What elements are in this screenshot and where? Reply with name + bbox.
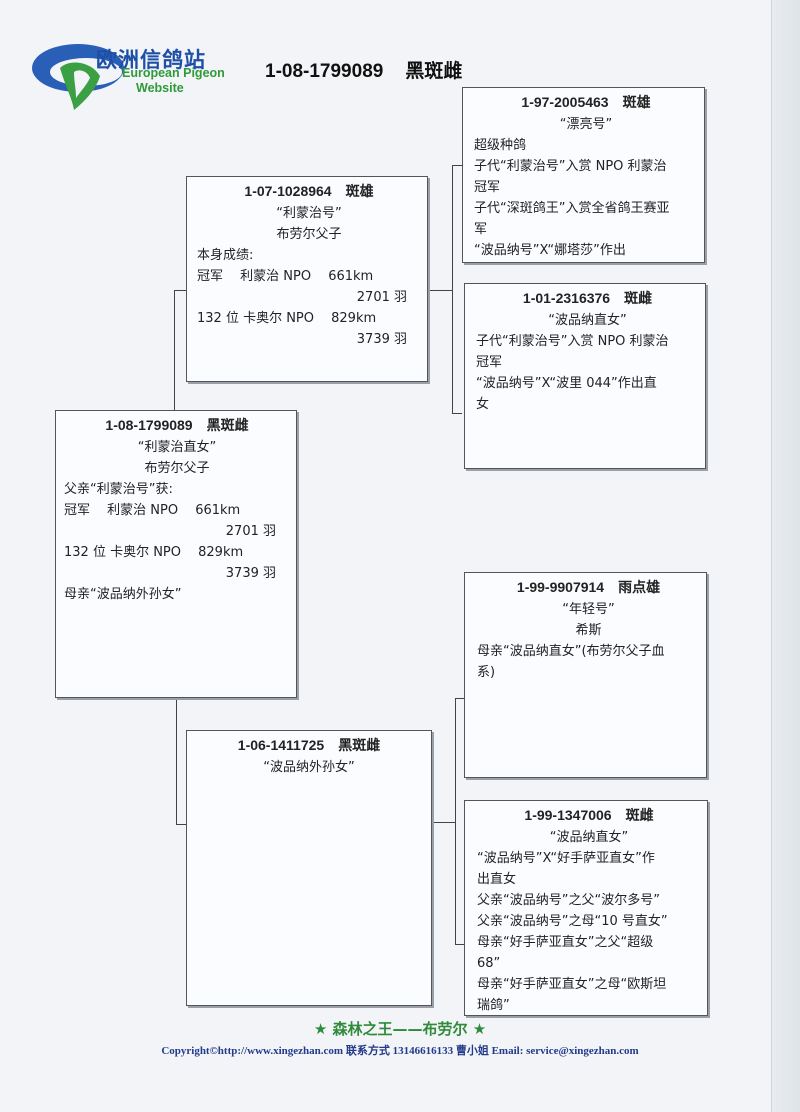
sire-sire-line: 军 xyxy=(474,222,488,237)
subject-line: 母亲“波品纳外孙女” xyxy=(64,587,182,602)
sire-sex: 斑雄 xyxy=(345,184,374,200)
site-name-en-line1: European Pigeon xyxy=(122,66,225,80)
dam-sire-ring: 1-99-9907914 xyxy=(516,579,605,595)
dam-ring: 1-06-1411725 xyxy=(237,737,325,753)
site-name-cn: 欧洲信鸽站 xyxy=(96,48,206,72)
connector xyxy=(176,700,177,824)
subject-ring: 1-08-1799089 xyxy=(105,417,193,433)
sire-sire-ring: 1-97-2005463 xyxy=(521,94,609,110)
sire-sire-line: 超级种鸽 xyxy=(474,138,527,153)
connector xyxy=(452,165,462,166)
page-edge xyxy=(771,0,800,1112)
connector xyxy=(452,413,462,414)
sire-dam-sex: 斑雌 xyxy=(624,291,653,307)
connector xyxy=(174,290,186,291)
subject-line: 父亲“利蒙治号”获: xyxy=(64,482,173,497)
sire-sire-sex: 斑雄 xyxy=(622,95,651,111)
connector xyxy=(455,944,464,945)
connector xyxy=(455,698,456,944)
dam-dam-header: 1-99-1347006 斑雌 xyxy=(477,805,701,827)
title-color-sex: 黑斑雌 xyxy=(405,60,463,82)
connector xyxy=(452,165,453,413)
page-title: 1-08-1799089 黑斑雌 xyxy=(265,56,462,83)
subject-header: 1-08-1799089 黑斑雌 xyxy=(64,415,290,437)
sire-line: 本身成绩: xyxy=(197,248,254,263)
subject-line: 冠军 利蒙治 NPO 661km xyxy=(64,503,241,518)
dam-name: “波品纳外孙女” xyxy=(263,760,355,775)
sire-line: 冠军 利蒙治 NPO 661km xyxy=(197,269,374,284)
sire-line: 2701 羽 xyxy=(356,290,407,305)
dam-dam-name: “波品纳直女” xyxy=(549,830,629,845)
site-name-en: European Pigeon Website xyxy=(122,66,225,96)
dam-sire-card: 1-99-9907914 雨点雄 “年轻号” 希斯 母亲“波品纳直女”(布劳尔父子… xyxy=(464,572,707,778)
sire-sire-header: 1-97-2005463 斑雄 xyxy=(474,92,698,114)
sire-dam-name: “波品纳直女” xyxy=(548,313,627,328)
dam-dam-line: 母亲“好手萨亚直女”之父“超级 xyxy=(477,935,654,950)
dam-card: 1-06-1411725 黑斑雌 “波品纳外孙女” xyxy=(186,730,432,1006)
sire-sire-line: “波品纳号”X“娜塔莎”作出 xyxy=(474,243,626,258)
dam-dam-line: 出直女 xyxy=(477,872,517,887)
sire-ring: 1-07-1028964 xyxy=(244,183,332,199)
dam-sire-owner: 希斯 xyxy=(575,623,602,638)
sire-name: “利蒙治号” xyxy=(276,206,342,221)
sire-header: 1-07-1028964 斑雄 xyxy=(197,181,421,203)
sire-dam-line: 子代“利蒙治号”入赏 NPO 利蒙治 xyxy=(476,334,669,349)
dam-sire-name: “年轻号” xyxy=(562,602,615,617)
sire-dam-card: 1-01-2316376 斑雌 “波品纳直女” 子代“利蒙治号”入赏 NPO 利蒙… xyxy=(464,283,706,469)
dam-sire-line: 母亲“波品纳直女”(布劳尔父子血 xyxy=(477,644,665,659)
sire-line: 132 位 卡奥尔 NPO 829km xyxy=(197,311,377,326)
dam-sire-line: 系) xyxy=(477,665,496,680)
title-ring: 1-08-1799089 xyxy=(265,61,384,82)
dam-dam-line: 瑞鸽” xyxy=(477,998,510,1013)
dam-dam-line: “波品纳号”X“好手萨亚直女”作 xyxy=(477,851,655,866)
subject-line: 2701 羽 xyxy=(225,524,276,539)
sire-card: 1-07-1028964 斑雄 “利蒙治号” 布劳尔父子 本身成绩: 冠军 利蒙治… xyxy=(186,176,428,382)
site-name-en-line2: Website xyxy=(136,81,184,95)
subject-line: 132 位 卡奥尔 NPO 829km xyxy=(64,545,244,560)
subject-sex: 黑斑雌 xyxy=(206,418,249,434)
dam-dam-line: 68” xyxy=(477,956,501,971)
dam-dam-sex: 斑雌 xyxy=(625,808,654,824)
connector xyxy=(174,290,175,410)
dam-header: 1-06-1411725 黑斑雌 xyxy=(193,735,425,757)
sire-sire-line: 冠军 xyxy=(474,180,501,195)
dam-dam-ring: 1-99-1347006 xyxy=(524,807,612,823)
dam-dam-line: 父亲“波品纳号”之父“波尔多号” xyxy=(477,893,660,908)
dam-dam-line: 父亲“波品纳号”之母“10 号直女” xyxy=(477,914,668,929)
subject-card: 1-08-1799089 黑斑雌 “利蒙治直女” 布劳尔父子 父亲“利蒙治号”获:… xyxy=(55,410,297,698)
sire-owner: 布劳尔父子 xyxy=(276,227,342,242)
sire-dam-line: 冠军 xyxy=(476,355,503,370)
sire-sire-line: 子代“深斑鸽王”入赏全省鸽王赛亚 xyxy=(474,201,670,216)
sire-sire-name: “漂亮号” xyxy=(559,117,613,132)
sire-dam-header: 1-01-2316376 斑雌 xyxy=(476,288,699,310)
connector xyxy=(428,290,452,291)
subject-owner: 布劳尔父子 xyxy=(144,461,210,476)
pigeon-logo-icon xyxy=(32,44,124,110)
sire-dam-line: 女 xyxy=(476,397,490,412)
footer-copyright: Copyright©http://www.xingezhan.com 联系方式 … xyxy=(161,1045,639,1057)
dam-sire-header: 1-99-9907914 雨点雄 xyxy=(477,577,700,599)
subject-line: 3739 羽 xyxy=(225,566,276,581)
sire-dam-ring: 1-01-2316376 xyxy=(522,290,611,306)
footer-motto: ★ 森林之王——布劳尔 ★ xyxy=(313,1020,487,1038)
dam-sire-sex: 雨点雄 xyxy=(618,580,661,596)
dam-dam-line: 母亲“好手萨亚直女”之母“欧斯坦 xyxy=(477,977,667,992)
sire-dam-line: “波品纳号”X“波里 044”作出直 xyxy=(476,376,657,391)
dam-sex: 黑斑雌 xyxy=(338,738,381,754)
connector xyxy=(455,698,464,699)
connector xyxy=(432,822,455,823)
subject-name: “利蒙治直女” xyxy=(137,440,217,455)
sire-sire-card: 1-97-2005463 斑雄 “漂亮号” 超级种鸽 子代“利蒙治号”入赏 NPO… xyxy=(462,87,705,263)
connector xyxy=(176,824,186,825)
sire-sire-line: 子代“利蒙治号”入赏 NPO 利蒙治 xyxy=(474,159,667,174)
sire-line: 3739 羽 xyxy=(356,332,407,347)
